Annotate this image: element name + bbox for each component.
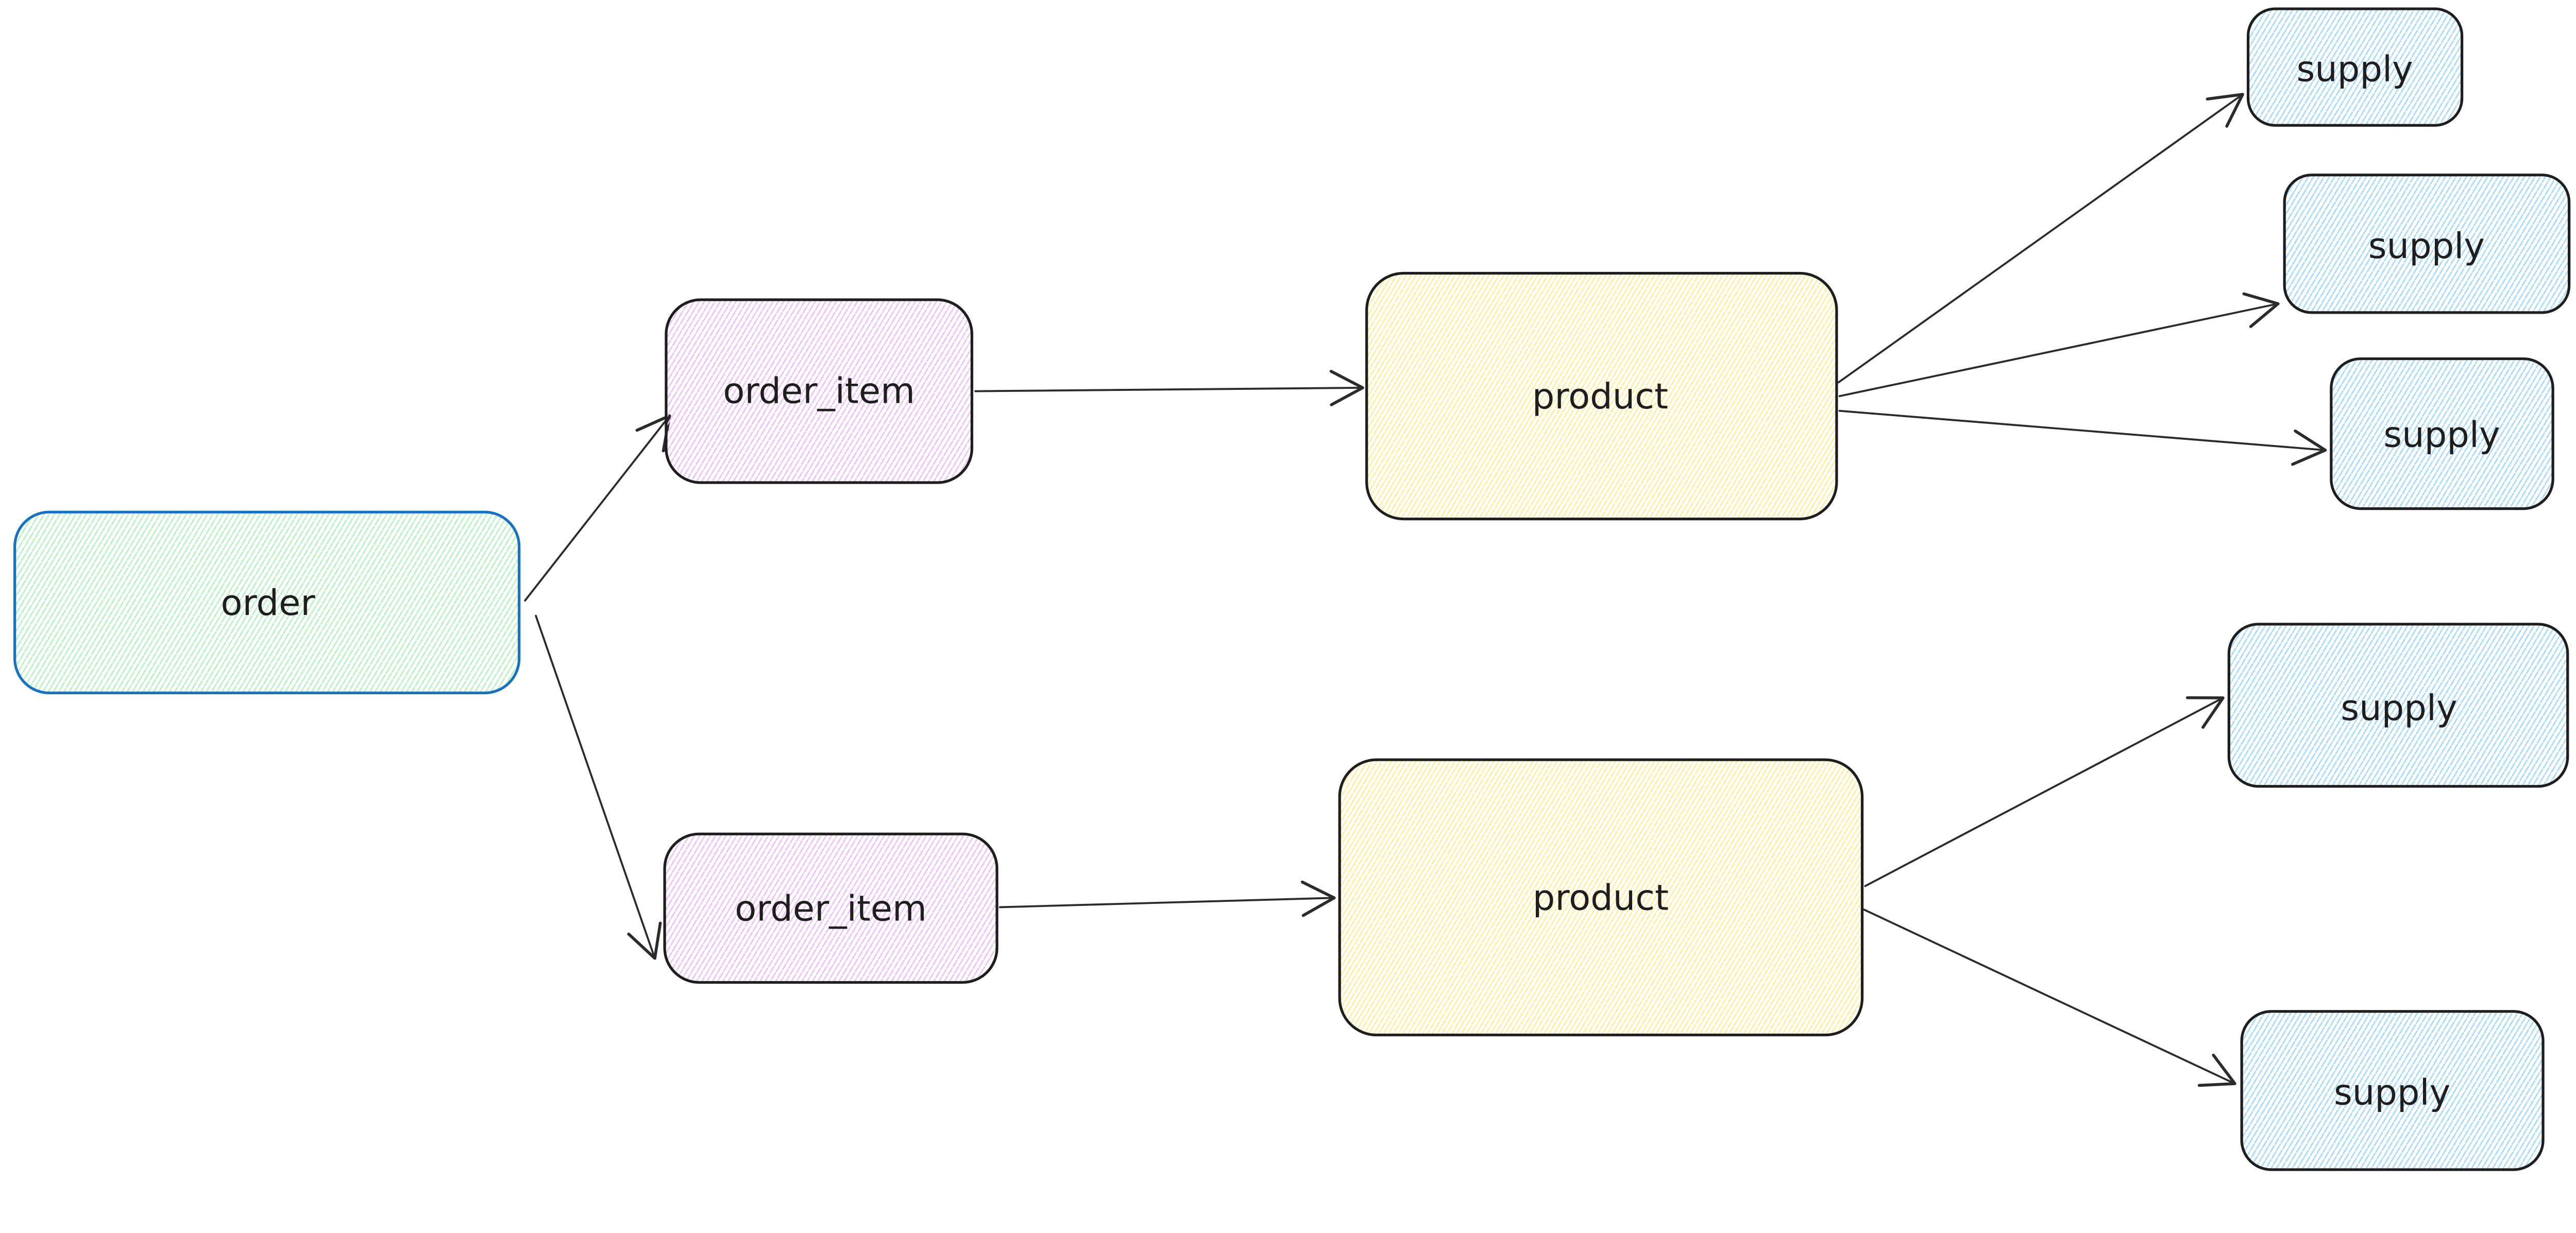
node-supply-5[interactable]: supply xyxy=(2240,1010,2545,1171)
supply-3-label: supply xyxy=(2383,415,2500,456)
edge-product-top-to-supply-3[interactable] xyxy=(1838,409,2327,466)
order-item-bottom-box[interactable] xyxy=(663,832,998,984)
product-top-box[interactable] xyxy=(1365,271,1838,521)
edge-order-item-top-to-product-top[interactable] xyxy=(974,370,1364,406)
node-product-top[interactable]: product xyxy=(1365,271,1838,521)
node-product-bottom[interactable]: product xyxy=(1338,758,1864,1037)
supply-4-label: supply xyxy=(2341,688,2457,729)
order-box[interactable] xyxy=(13,510,521,695)
node-order-item-bottom[interactable]: order_item xyxy=(663,832,998,984)
supply-1-label: supply xyxy=(2296,49,2413,90)
node-order[interactable]: order xyxy=(13,510,521,695)
order-item-top-label: order_item xyxy=(723,371,915,412)
edge-order-item-bottom-to-product-bottom[interactable] xyxy=(998,880,1336,917)
edge-order-to-order-item-top[interactable] xyxy=(524,414,671,602)
node-supply-2[interactable]: supply xyxy=(2283,174,2571,314)
nodes-layer: order order_item order_item product prod… xyxy=(13,7,2571,1171)
edge-product-bottom-to-supply-5[interactable] xyxy=(1863,909,2236,1087)
order-label: order xyxy=(221,583,315,624)
edge-order-to-order-item-bottom[interactable] xyxy=(535,614,662,960)
edge-product-bottom-to-supply-4[interactable] xyxy=(1864,696,2225,887)
edge-product-top-to-supply-2[interactable] xyxy=(1838,292,2280,397)
diagram-canvas: order order_item order_item product prod… xyxy=(13,7,2571,1171)
node-supply-1[interactable]: supply xyxy=(2246,7,2464,127)
er-diagram-svg: order order_item order_item product prod… xyxy=(13,7,2571,1171)
supply-4-box[interactable] xyxy=(2227,623,2569,788)
order-item-top-box[interactable] xyxy=(665,298,974,484)
supply-5-box[interactable] xyxy=(2240,1010,2545,1171)
product-bottom-label: product xyxy=(1533,877,1669,918)
edges-layer xyxy=(524,93,2327,1087)
supply-2-box[interactable] xyxy=(2283,174,2571,314)
product-bottom-box[interactable] xyxy=(1338,758,1864,1037)
node-supply-3[interactable]: supply xyxy=(2330,357,2554,510)
supply-1-box[interactable] xyxy=(2246,7,2464,127)
edge-product-top-to-supply-1[interactable] xyxy=(1837,93,2244,384)
node-order-item-top[interactable]: order_item xyxy=(665,298,974,484)
supply-2-label: supply xyxy=(2368,226,2485,267)
supply-5-label: supply xyxy=(2334,1072,2450,1113)
order-item-bottom-label: order_item xyxy=(735,888,927,929)
product-top-label: product xyxy=(1532,376,1668,417)
node-supply-4[interactable]: supply xyxy=(2227,623,2569,788)
supply-3-box[interactable] xyxy=(2330,357,2554,510)
